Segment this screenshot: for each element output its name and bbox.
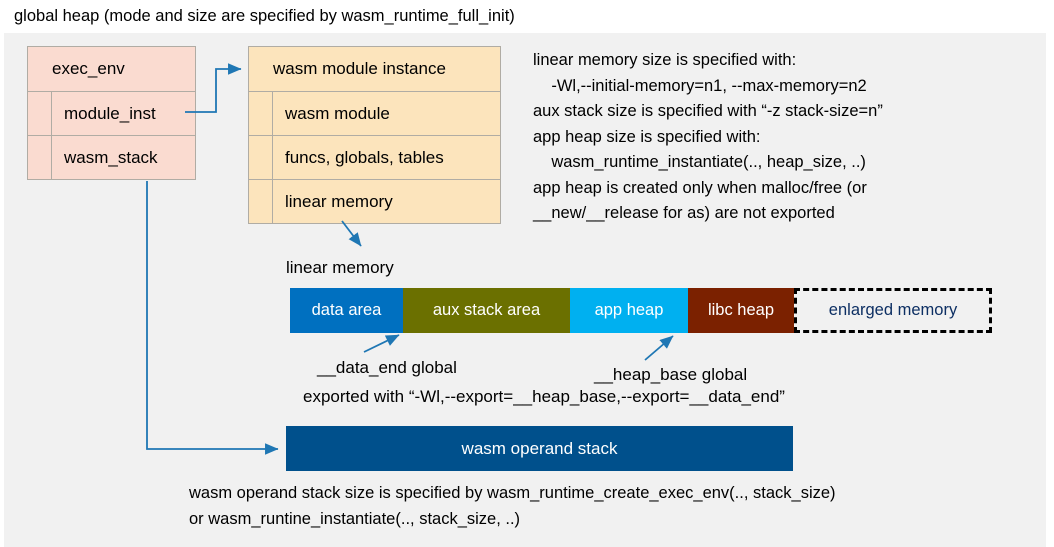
callout-heap-base: __heap_base global (594, 365, 748, 384)
module-inst-label: module_inst (64, 103, 156, 123)
exec-env-box: exec_env module_inst wasm_stack (27, 46, 196, 180)
wasm-module-instance-box: wasm module instance wasm module funcs, … (248, 46, 501, 224)
row-gutter (28, 136, 52, 179)
linear-memory-notes: linear memory size is specified with: -W… (533, 51, 883, 222)
row-gutter (249, 136, 273, 179)
module-instance-field-funcs-globals-tables: funcs, globals, tables (249, 136, 500, 180)
operand-stack-label: wasm operand stack (461, 438, 618, 458)
linear-memory-strip-label: linear memory (286, 258, 394, 277)
memory-segment-label: enlarged memory (828, 301, 958, 319)
wasm-operand-stack-bar: wasm operand stack (286, 426, 793, 471)
memory-segment-label: app heap (594, 301, 664, 319)
wasm-stack-label: wasm_stack (64, 147, 158, 167)
funcs-globals-tables-label: funcs, globals, tables (285, 147, 444, 167)
module-instance-header: wasm module instance (249, 47, 500, 92)
callout-export-line: exported with “-Wl,--export=__heap_base,… (303, 387, 785, 406)
memory-segment-enlarged-memory: enlarged memory (794, 288, 992, 333)
memory-segment-app-heap: app heap (570, 288, 688, 333)
row-gutter (249, 92, 273, 135)
row-gutter (28, 92, 52, 135)
memory-segment-label: aux stack area (432, 301, 541, 319)
exec-env-field-module-inst: module_inst (28, 92, 195, 136)
memory-segment-aux-stack-area: aux stack area (403, 288, 570, 333)
exec-env-title: exec_env (52, 59, 125, 78)
linear-memory-field-label: linear memory (285, 191, 393, 211)
memory-segment-label: libc heap (707, 301, 775, 319)
exec-env-field-wasm-stack: wasm_stack (28, 136, 195, 179)
memory-segment-data-area: data area (290, 288, 403, 333)
row-gutter (249, 180, 273, 223)
module-instance-field-linear-memory: linear memory (249, 180, 500, 223)
wasm-module-label: wasm module (285, 103, 390, 123)
memory-segment-label: data area (311, 301, 382, 319)
exec-env-header: exec_env (28, 47, 195, 92)
page-title: global heap (mode and size are specified… (14, 7, 515, 25)
operand-stack-notes: wasm operand stack size is specified by … (189, 484, 836, 528)
callout-data-end: __data_end global (317, 358, 457, 377)
module-instance-field-wasm-module: wasm module (249, 92, 500, 136)
linear-memory-strip: data area aux stack area app heap libc heap… (290, 288, 992, 333)
memory-segment-libc-heap: libc heap (688, 288, 794, 333)
module-instance-title: wasm module instance (273, 59, 446, 78)
